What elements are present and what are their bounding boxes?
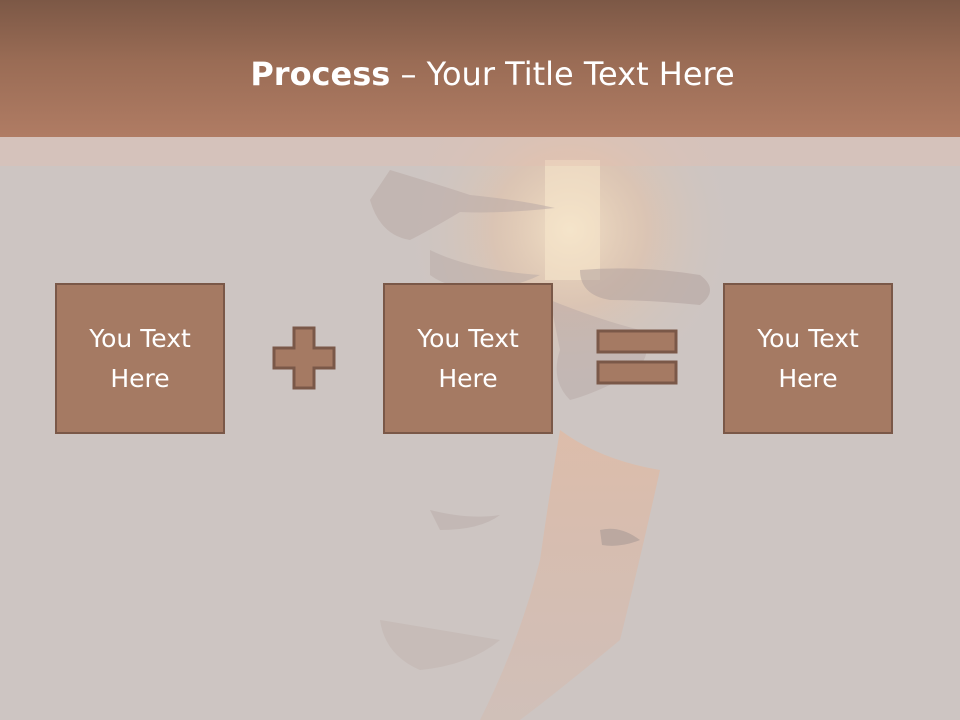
process-box-3-text: You Text Here (757, 323, 859, 393)
process-box-3[interactable]: You Text Here (723, 283, 893, 434)
slide-title-bold: Process (250, 55, 391, 93)
title-bar (0, 0, 960, 137)
plus-icon (272, 326, 336, 390)
process-box-1[interactable]: You Text Here (55, 283, 225, 434)
slide-title-rest: – Your Title Text Here (390, 55, 735, 93)
title-bar-band (0, 137, 960, 166)
equals-icon (596, 329, 678, 385)
slide-title: Process – Your Title Text Here (0, 52, 960, 96)
process-box-2[interactable]: You Text Here (383, 283, 553, 434)
process-box-1-text: You Text Here (89, 323, 191, 393)
process-box-2-text: You Text Here (417, 323, 519, 393)
